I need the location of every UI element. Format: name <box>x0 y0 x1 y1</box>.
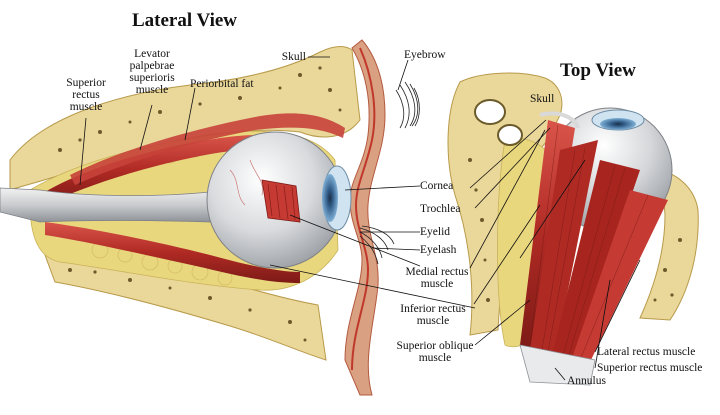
eyelash-label: Eyelash <box>420 244 457 256</box>
eyelid-red-line <box>351 47 376 371</box>
inferior-rectus-muscle-lateral <box>45 222 300 283</box>
medial-rectus-label: Medial rectus muscle <box>405 266 469 290</box>
superior-oblique-label: Superior oblique muscle <box>396 340 474 364</box>
skull-top-label: Skull <box>530 93 555 105</box>
lateral-view-illustration <box>0 39 420 396</box>
inferior-rectus-label: Inferior rectus muscle <box>400 303 466 327</box>
medial-rectus-muscle-top <box>530 140 598 355</box>
superior-rectus-label: Superior rectus muscle <box>66 77 106 113</box>
eyelid-skin-band <box>344 39 386 396</box>
eyebrow-label: Eyebrow <box>404 49 446 61</box>
lateral-rectus-label: Lateral rectus muscle <box>597 346 696 358</box>
sinus-cavity-2 <box>497 124 523 146</box>
top-view-title: Top View <box>560 60 636 81</box>
superior-rectus-top-label: Superior rectus muscle <box>597 362 703 374</box>
cornea-label: Cornea <box>420 180 454 192</box>
lateral-rectus-muscle-top <box>572 190 668 362</box>
skull-lateral-label: Skull <box>281 51 306 63</box>
levator-label: Levator palpebrae superioris muscle <box>129 48 175 96</box>
iris-lateral <box>322 174 338 222</box>
levator-muscle <box>70 113 345 185</box>
lateral-view-title: Lateral View <box>132 10 238 31</box>
bone-pores-top <box>468 158 682 302</box>
trochlea-pulley <box>539 111 580 129</box>
bone-pores-lateral <box>58 66 342 342</box>
sinus-cavity-1 <box>474 99 506 125</box>
annulus-top <box>519 344 596 386</box>
superior-rectus-muscle-top <box>552 160 640 360</box>
top-view-illustration <box>447 72 699 386</box>
annulus-label: Annulus <box>567 375 606 387</box>
iris-top <box>600 118 636 130</box>
periorbital-fat-label: Periorbital fat <box>190 78 254 90</box>
eyebrow-hairs <box>395 81 420 129</box>
top-muscles <box>520 120 668 362</box>
top-muscle-fibers <box>529 124 649 361</box>
muscle-fibers <box>267 183 296 221</box>
optic-nerve <box>0 187 211 223</box>
lateral-rectus-cut <box>261 179 301 223</box>
vessels <box>229 159 263 206</box>
eyelid-label: Eyelid <box>420 226 451 238</box>
trochlea-label: Trochlea <box>420 203 461 215</box>
leader-lines <box>79 56 641 381</box>
